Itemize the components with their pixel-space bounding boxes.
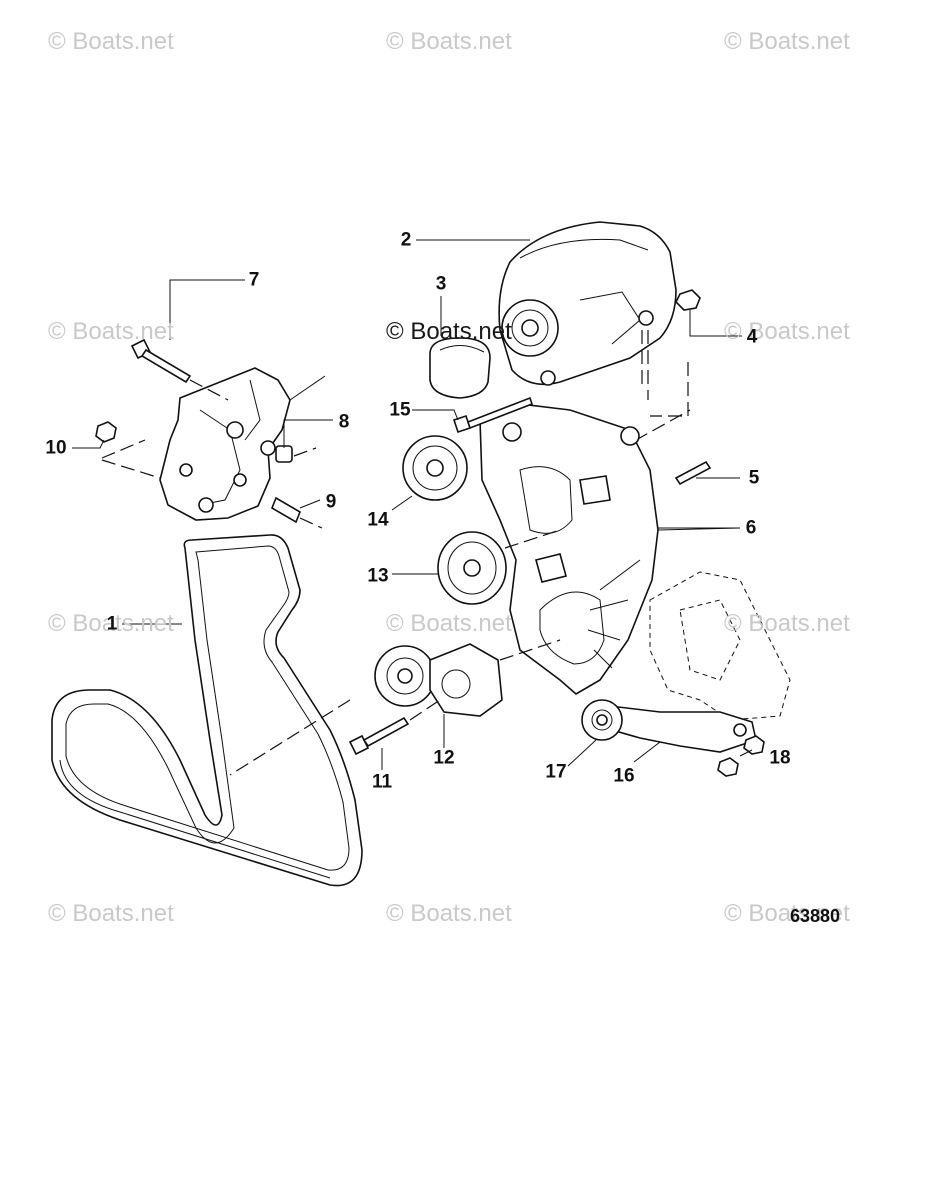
belt-tensioner <box>229 639 561 776</box>
figure-number: 63880 <box>790 906 841 926</box>
callout-15[interactable]: 15 <box>389 399 411 421</box>
watermark: © Boats.net <box>48 318 174 345</box>
callout-5[interactable]: 5 <box>748 467 760 489</box>
watermark: © Boats.net <box>386 318 512 345</box>
callout-9[interactable]: 9 <box>325 491 337 513</box>
drive-belt <box>51 534 363 887</box>
callout-4[interactable]: 4 <box>746 326 758 348</box>
callout-10[interactable]: 10 <box>45 437 67 459</box>
callout-11[interactable]: 11 <box>371 771 393 793</box>
callout-14[interactable]: 14 <box>367 509 389 531</box>
watermark: © Boats.net <box>386 28 512 55</box>
watermark: © Boats.net <box>724 318 850 345</box>
callout-1[interactable]: 1 <box>106 613 118 635</box>
callout-2[interactable]: 2 <box>400 229 412 251</box>
callout-7[interactable]: 7 <box>248 269 260 291</box>
engine-bracket-reference <box>649 571 791 721</box>
watermark: © Boats.net <box>724 610 850 637</box>
callout-18[interactable]: 18 <box>769 747 791 769</box>
watermark: © Boats.net <box>386 610 512 637</box>
lower-idler-bracket <box>581 699 765 777</box>
watermark: © Boats.net <box>48 28 174 55</box>
callout-17[interactable]: 17 <box>545 761 567 783</box>
callout-8[interactable]: 8 <box>338 411 350 433</box>
smooth-idler-pulley <box>437 529 561 605</box>
watermark: © Boats.net <box>48 610 174 637</box>
main-mounting-bracket <box>479 403 741 695</box>
watermark: © Boats.net <box>724 28 850 55</box>
callout-16[interactable]: 16 <box>613 765 635 787</box>
callout-12[interactable]: 12 <box>433 747 455 769</box>
idler-pulley <box>402 396 534 501</box>
idler-mounting-bracket <box>95 338 326 529</box>
watermark: © Boats.net <box>386 900 512 927</box>
watermark: © Boats.net <box>724 900 850 927</box>
callout-6[interactable]: 6 <box>745 517 757 539</box>
callout-13[interactable]: 13 <box>367 565 389 587</box>
callout-3[interactable]: 3 <box>435 273 447 295</box>
alternator <box>429 221 701 461</box>
leader-lines <box>72 239 753 770</box>
watermark: © Boats.net <box>48 900 174 927</box>
